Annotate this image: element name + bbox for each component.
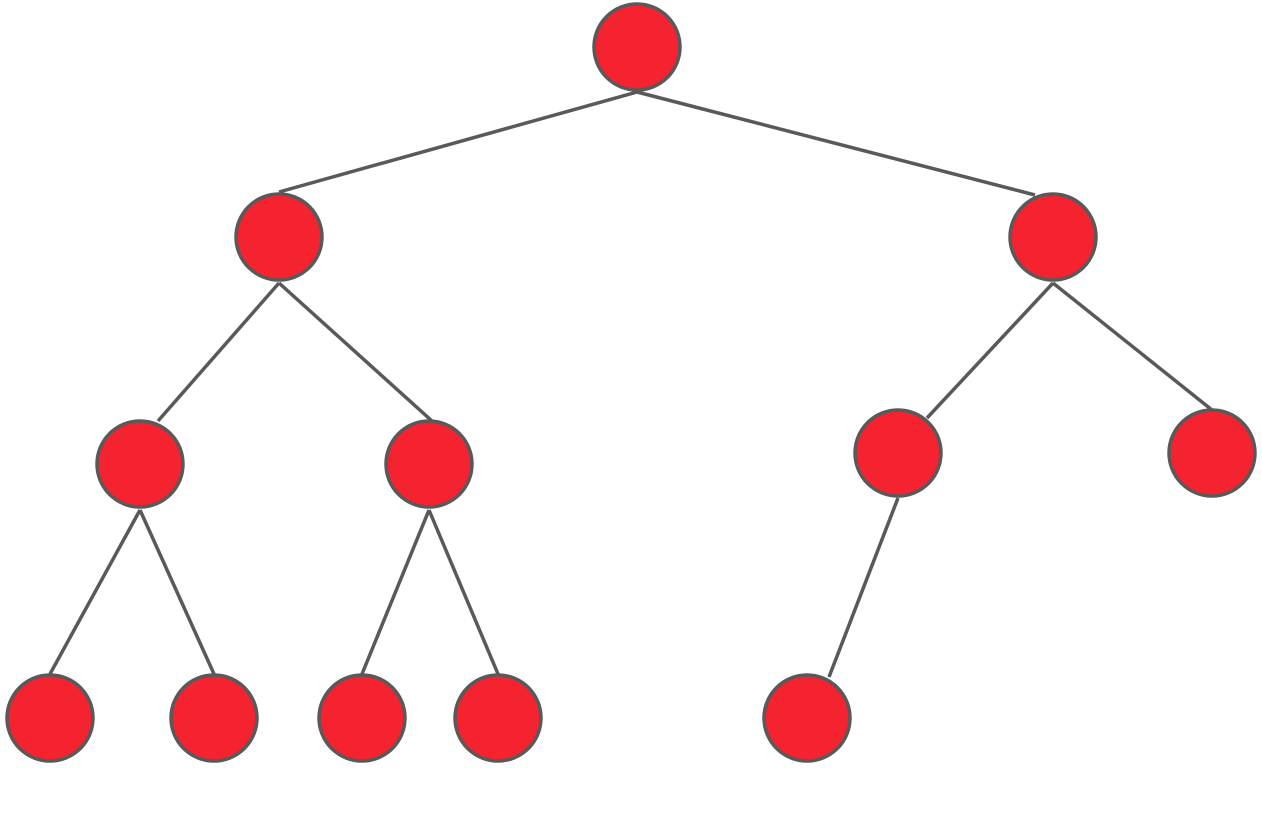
tree-node-n6 <box>1167 408 1257 498</box>
tree-edge-n0-n1 <box>278 90 638 194</box>
tree-node-n9 <box>317 673 407 763</box>
tree-node-n2 <box>1008 192 1098 282</box>
tree-edge-n4-n10 <box>427 509 500 675</box>
tree-node-n3 <box>95 419 185 509</box>
tree-edge-n5-n11 <box>827 497 900 678</box>
tree-edge-n3-n8 <box>138 509 216 675</box>
tree-node-n1 <box>234 192 324 282</box>
tree-edge-n3-n7 <box>48 509 142 675</box>
tree-edge-n4-n9 <box>360 509 431 675</box>
tree-node-n0 <box>592 2 682 92</box>
tree-node-n11 <box>762 673 852 763</box>
tree-node-n4 <box>384 419 474 509</box>
tree-edge-n2-n6 <box>1051 281 1214 412</box>
tree-node-n7 <box>5 673 95 763</box>
tree-edge-n0-n2 <box>636 90 1036 197</box>
tree-node-n8 <box>169 673 259 763</box>
tree-node-n10 <box>453 673 543 763</box>
tree-node-n5 <box>853 408 943 498</box>
tree-edge-n2-n5 <box>925 281 1055 420</box>
tree-edge-n1-n3 <box>156 281 281 423</box>
tree-edge-n1-n4 <box>277 281 434 423</box>
